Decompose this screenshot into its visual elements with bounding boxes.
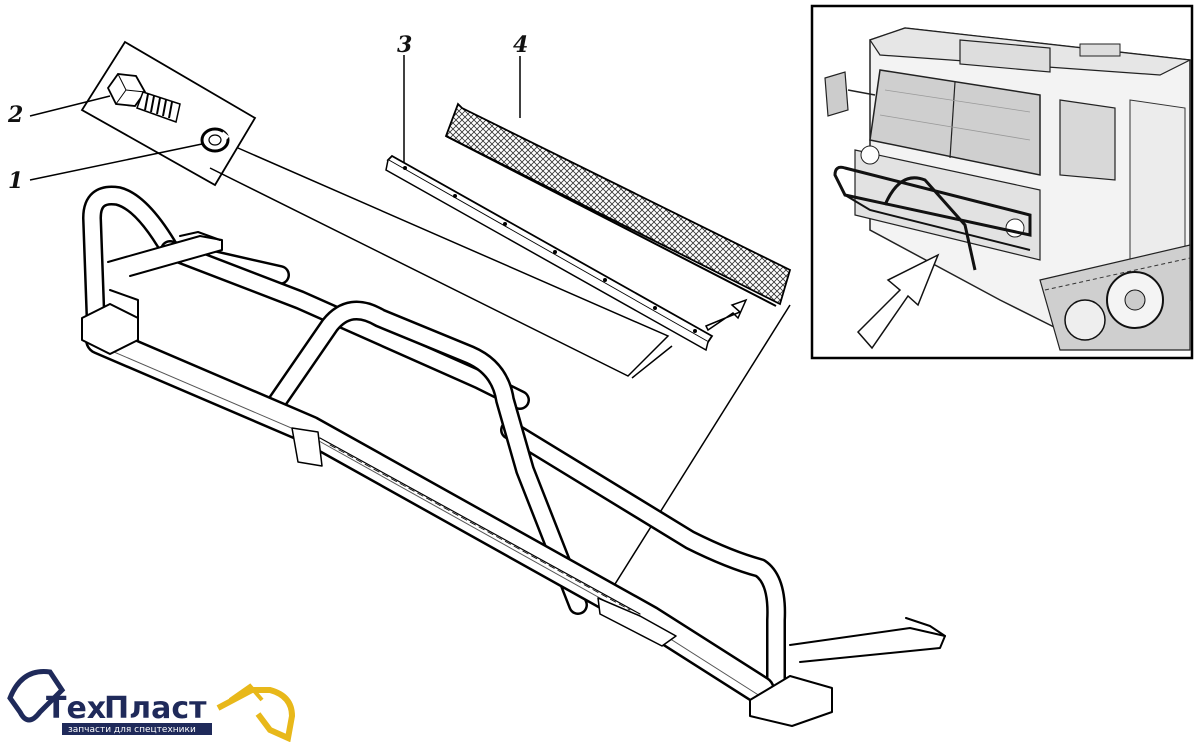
leader-line-1 [29,143,203,181]
logo-right-mark [216,687,296,743]
assembly-guide-lines [209,147,791,609]
logo-tagline: запчасти для спецтехники [68,725,196,735]
logo-word-part2: Пласт [104,691,207,726]
mesh-screen-part [444,102,792,307]
callout-3: 3 [397,32,412,58]
bumper-frame [81,185,946,727]
leader-line-2 [29,95,111,117]
vehicle-inset [810,4,1194,360]
brand-logo: Тех Пласт запчасти для спецтехники [7,669,296,743]
callout-1: 1 [8,168,23,194]
mounting-strip-part [385,154,714,352]
logo-word-part1: Тех [46,691,106,726]
logo-left-mark [7,669,66,723]
callout-2: 2 [7,102,23,128]
callout-4: 4 [513,32,528,58]
bolt-part [106,73,181,123]
washer-part [200,127,230,153]
